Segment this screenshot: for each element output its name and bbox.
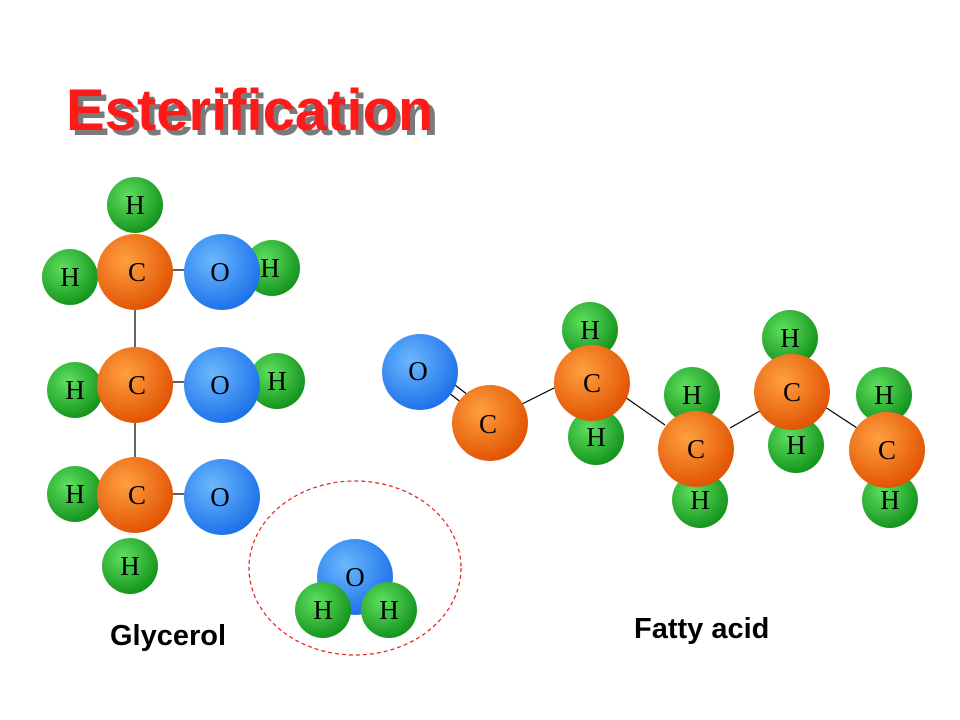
label-glycerol-h-c3-left: H <box>65 479 85 509</box>
page-title: Esterification <box>66 78 433 143</box>
label-glycerol-c3: C <box>128 480 146 510</box>
fatty-acid-o <box>382 334 458 410</box>
label-fatty-acid-h-c5-bottom: H <box>880 485 900 515</box>
glycerol-o1 <box>184 234 260 310</box>
fatty-acid-h-c3-bottom <box>672 472 728 528</box>
fatty-acid-molecule <box>382 302 925 528</box>
glycerol-c2 <box>97 347 173 423</box>
label-fatty-acid-h-c5-top: H <box>874 380 894 410</box>
glycerol-c1 <box>97 234 173 310</box>
glycerol-o2 <box>184 347 260 423</box>
label-glycerol-o2: O <box>210 370 230 400</box>
water-highlight-circle <box>248 480 462 656</box>
glycerol-c3 <box>97 457 173 533</box>
label-fatty-acid-c1: C <box>479 409 497 439</box>
glycerol-h-c1-top <box>107 177 163 233</box>
label-glycerol-h-c1-top: H <box>125 190 145 220</box>
label-fatty-acid-c3: C <box>687 434 705 464</box>
water-h2 <box>361 582 417 638</box>
fatty-acid-c4 <box>754 354 830 430</box>
fatty-acid-c3 <box>658 411 734 487</box>
fatty-acid-c5 <box>849 412 925 488</box>
label-glycerol-h-c2-left: H <box>65 375 85 405</box>
fatty-acid-h-c3-top <box>664 367 720 423</box>
glycerol-h-c3-left <box>47 466 103 522</box>
label-fatty-acid-h-c3-bottom: H <box>690 485 710 515</box>
label-glycerol-c1: C <box>128 257 146 287</box>
glycerol-o3 <box>184 459 260 535</box>
label-glycerol-h-c3-bottom: H <box>120 551 140 581</box>
label-fatty-acid-h-c4-bottom: H <box>786 430 806 460</box>
glycerol-h-c1-left <box>42 249 98 305</box>
fatty-acid-h-c4-bottom <box>768 417 824 473</box>
label-fatty-acid-h-c2-bottom: H <box>586 422 606 452</box>
label-water-h1: H <box>313 595 333 625</box>
label-fatty-acid-h-c4-top: H <box>780 323 800 353</box>
fatty-acid-h-c2-top <box>562 302 618 358</box>
glycerol-h-c2-left <box>47 362 103 418</box>
label-glycerol-h-o1: H <box>260 253 280 283</box>
fatty-acid-h-c4-top <box>762 310 818 366</box>
water-molecule <box>295 539 417 638</box>
glycerol-caption: Glycerol <box>110 620 226 652</box>
label-glycerol-o1: O <box>210 257 230 287</box>
label-fatty-acid-c2: C <box>583 368 601 398</box>
label-fatty-acid-c4: C <box>783 377 801 407</box>
label-water-o: O <box>345 562 365 592</box>
water-h1 <box>295 582 351 638</box>
label-glycerol-c2: C <box>128 370 146 400</box>
fatty-acid-h-c2-bottom <box>568 409 624 465</box>
label-fatty-acid-c5: C <box>878 435 896 465</box>
glycerol-h-o2 <box>249 353 305 409</box>
label-fatty-acid-o: O <box>408 356 428 386</box>
label-water-h2: H <box>379 595 399 625</box>
label-glycerol-o3: O <box>210 482 230 512</box>
title-shadow: Esterification <box>71 83 438 148</box>
fatty-acid-caption: Fatty acid <box>634 613 769 645</box>
fatty-acid-c1 <box>452 385 528 461</box>
fatty-acid-c2 <box>554 345 630 421</box>
label-fatty-acid-h-c2-top: H <box>580 315 600 345</box>
glycerol-molecule <box>42 177 305 594</box>
label-glycerol-h-o2: H <box>267 366 287 396</box>
label-glycerol-h-c1-left: H <box>60 262 80 292</box>
atom-labels: H H H C O H H C O H H C O O H H O C H H … <box>60 190 900 625</box>
glycerol-h-c3-bottom <box>102 538 158 594</box>
label-fatty-acid-h-c3-top: H <box>682 380 702 410</box>
fatty-acid-h-c5-top <box>856 367 912 423</box>
